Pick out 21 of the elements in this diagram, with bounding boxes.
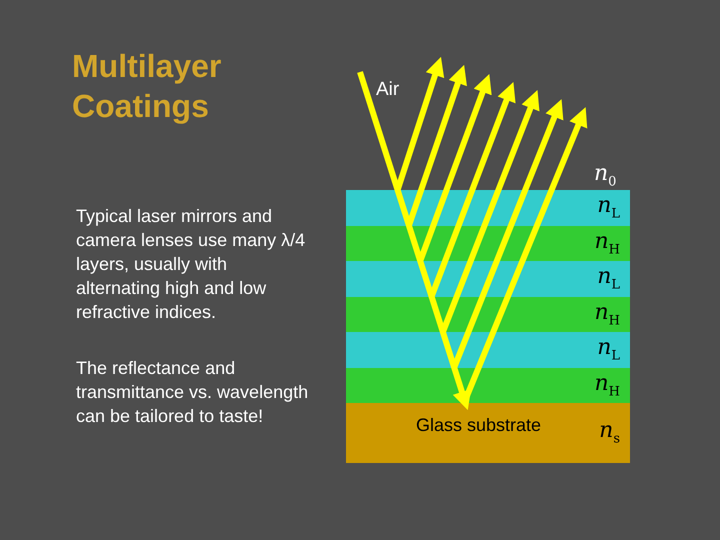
light-ray-arrow [440,90,540,334]
refractive-index-label: n$_{L}$ [597,336,620,366]
refractive-index-label: n$_{s}$ [599,419,620,448]
light-ray-arrow [357,71,472,410]
slide-title: Multilayer Coatings [72,47,222,126]
refractive-index-label: n$_{H}$ [594,372,620,401]
layer-label: Glass substrate [416,415,542,436]
body-paragraph: The reflectance and transmittance vs. wavelength can be tailored to taste! [76,357,310,428]
light-ray-arrow [394,56,444,191]
coating-layer [346,368,630,403]
refractive-index-label: n$_{0}$ [594,162,616,192]
refractive-index-label: n$_{H}$ [594,230,620,259]
light-ray-arrow [406,64,467,226]
medium-label: Air [376,79,400,101]
refractive-index-label: n$_{H}$ [594,300,620,330]
coating-layer [346,332,630,368]
refractive-index-label: n$_{L}$ [597,265,620,294]
body-paragraph: Typical laser mirrors and camera lenses use many λ/4 layers, usually with alternating high and low refractive indices. [76,205,306,324]
substrate-layer [346,403,630,463]
refractive-index-label: n$_{L}$ [597,194,620,224]
light-ray-arrow [428,82,516,298]
